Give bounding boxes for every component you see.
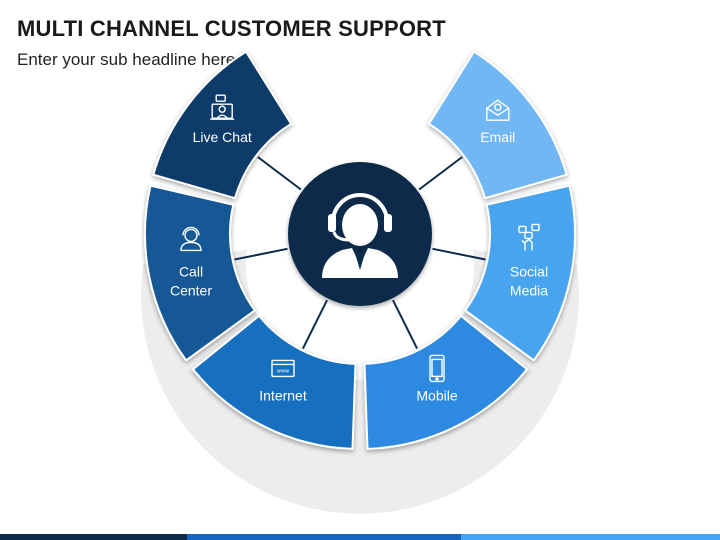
segment-label-line: Mobile — [416, 387, 457, 403]
connector-line — [234, 247, 288, 261]
center-hub — [288, 162, 432, 306]
segment-label-mobile: Mobile — [416, 387, 457, 403]
segment-shape-social-media — [464, 184, 576, 362]
segment-shape-live-chat — [152, 50, 293, 200]
background-ring — [141, 249, 579, 514]
email-icon — [486, 99, 510, 121]
video-chat-icon — [210, 94, 235, 120]
segment-live-chat: Live Chat — [152, 50, 293, 200]
connector-line — [432, 247, 486, 261]
segment-label-internet: Internet — [259, 387, 307, 403]
segment-label-line: Call — [179, 263, 203, 279]
connector-lines — [234, 156, 486, 350]
headset-agent-icon — [322, 193, 398, 278]
svg-text:www: www — [277, 368, 289, 374]
connector-line — [392, 299, 418, 350]
social-media-hand-icon — [518, 223, 540, 251]
segment-label-line: Internet — [259, 387, 307, 403]
smartphone-icon — [429, 354, 445, 383]
bottom-bar-segment — [0, 534, 188, 540]
connector-line — [418, 156, 463, 191]
segment-label-line: Live Chat — [193, 129, 252, 145]
segment-email: Email — [427, 50, 568, 200]
segment-shape-mobile — [363, 314, 529, 450]
call-agent-icon — [180, 226, 202, 252]
segment-label-line: Email — [480, 129, 515, 145]
segment-label-line: Social — [510, 263, 548, 279]
bottom-bar-segment — [187, 534, 461, 540]
segment-mobile: Mobile — [363, 314, 529, 450]
bottom-bar-segment — [460, 534, 720, 540]
segment-label-line: Center — [170, 282, 212, 298]
slide-title: MULTI CHANNEL CUSTOMER SUPPORT — [17, 16, 446, 41]
segment-shape-call-center — [144, 184, 256, 362]
segment-shape-email — [427, 50, 568, 200]
connector-line — [257, 156, 302, 191]
browser-window-icon: www — [271, 359, 295, 378]
slide-subtitle: Enter your sub headline here — [17, 50, 236, 69]
segment-label-email: Email — [480, 129, 515, 145]
connector-line — [302, 299, 328, 350]
bottom-color-bar — [0, 534, 720, 540]
segment-shape-internet — [191, 314, 357, 450]
segment-label-live-chat: Live Chat — [193, 129, 252, 145]
segment-label-line: Media — [510, 282, 548, 298]
